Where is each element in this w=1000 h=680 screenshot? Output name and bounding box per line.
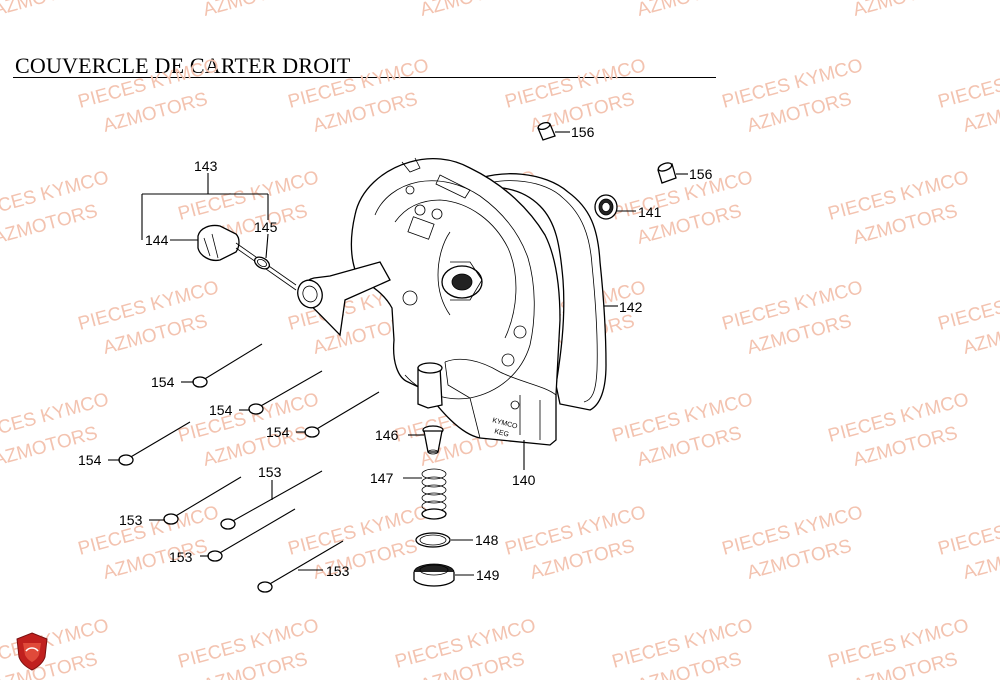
watermark-azmotors: AZMOTORS bbox=[201, 0, 310, 21]
callout-154-c: 154 bbox=[266, 424, 290, 440]
spring-147 bbox=[421, 468, 447, 520]
watermark-pieces-kymco: PIECES KYMCO bbox=[936, 55, 1000, 113]
gasket-142 bbox=[469, 173, 607, 411]
callout-154-a: 154 bbox=[151, 374, 175, 390]
callout-140: 140 bbox=[512, 472, 536, 488]
title-underline bbox=[13, 77, 716, 78]
callout-144: 144 bbox=[145, 232, 169, 248]
dowel-pin-156-right bbox=[657, 162, 677, 184]
page-title: COUVERCLE DE CARTER DROIT bbox=[15, 53, 351, 78]
cover-code-text: KEG bbox=[493, 428, 509, 439]
watermark-azmotors: AZMOTORS bbox=[418, 0, 527, 21]
strainer-146 bbox=[422, 425, 444, 455]
callout-141: 141 bbox=[638, 204, 662, 220]
watermark-pieces-kymco: PIECES KYMCO bbox=[936, 502, 1000, 560]
callout-labels: 143 144 145 156 156 141 142 140 146 147 … bbox=[78, 124, 713, 583]
bolt-154-a bbox=[192, 343, 263, 388]
callout-142: 142 bbox=[619, 299, 643, 315]
leader-lines bbox=[108, 131, 688, 576]
callout-149: 149 bbox=[476, 567, 500, 583]
watermark-azmotors: AZMOTORS bbox=[851, 0, 960, 21]
callout-154-d: 154 bbox=[78, 452, 102, 468]
callout-153-mid: 153 bbox=[169, 549, 193, 565]
bolt-153-b bbox=[220, 470, 323, 530]
callout-156-right: 156 bbox=[689, 166, 713, 182]
bolt-154-d bbox=[118, 421, 191, 466]
dowel-pin-156-top bbox=[537, 121, 556, 141]
callout-148: 148 bbox=[475, 532, 499, 548]
watermark-azmotors: AZMOTORS bbox=[0, 0, 100, 21]
bolt-153-a bbox=[163, 476, 242, 525]
callout-145: 145 bbox=[254, 219, 278, 235]
o-ring-148 bbox=[415, 532, 451, 548]
watermark-pieces-kymco: PIECES KYMCO bbox=[936, 277, 1000, 335]
callout-156-top: 156 bbox=[571, 124, 595, 140]
drain-cap-149 bbox=[413, 563, 455, 587]
crankcase-cover-140: KYMCO KEG bbox=[297, 157, 561, 446]
callout-153-bottom: 153 bbox=[326, 563, 350, 579]
bolt-153-c bbox=[207, 508, 296, 562]
callout-154-b: 154 bbox=[209, 402, 233, 418]
bolt-154-b bbox=[248, 370, 323, 415]
oil-seal-141 bbox=[594, 194, 618, 220]
callout-153-top: 153 bbox=[258, 464, 282, 480]
callout-153-left: 153 bbox=[119, 512, 143, 528]
callout-143: 143 bbox=[194, 158, 218, 174]
watermark-azmotors: AZMOTORS bbox=[635, 0, 744, 21]
bolt-153-d bbox=[257, 540, 344, 593]
azmotors-shield-icon bbox=[16, 632, 48, 671]
bolt-154-c bbox=[304, 391, 380, 438]
o-ring-145 bbox=[253, 256, 271, 270]
callout-147: 147 bbox=[370, 470, 394, 486]
callout-146: 146 bbox=[375, 427, 399, 443]
